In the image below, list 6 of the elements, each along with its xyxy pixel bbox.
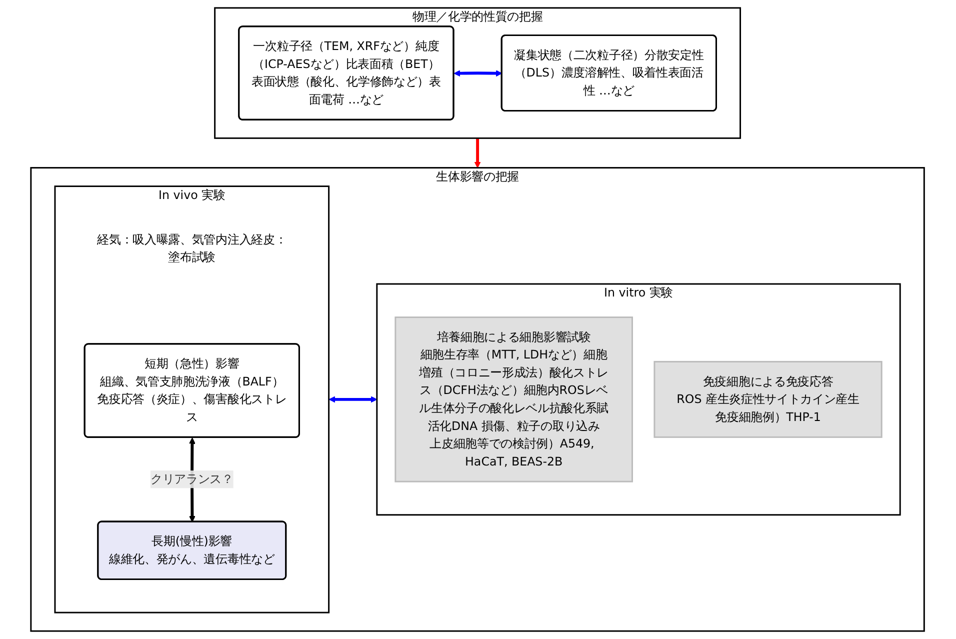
node-box: 免疫細胞による免疫応答 ROS 産生炎症性サイトカイン産生 免疫細胞例）THP-1 bbox=[654, 360, 883, 438]
arrow bbox=[329, 396, 378, 403]
node-box: 培養細胞による細胞影響試験 細胞生存率（MTT, LDHなど）細胞増殖（コロニー形成法）酸化ストレス（DCFH法など）細胞内ROSレベル生体分子の酸化レベル抗酸化系賦活化DNA 損傷、粒子の取り込み 上皮細胞等での検討例）A549, HaCaT, BEAS-2B bbox=[395, 316, 634, 482]
arrow bbox=[454, 70, 503, 77]
arrow bbox=[474, 138, 482, 168]
edge-label: クリアランス？ bbox=[150, 472, 234, 486]
